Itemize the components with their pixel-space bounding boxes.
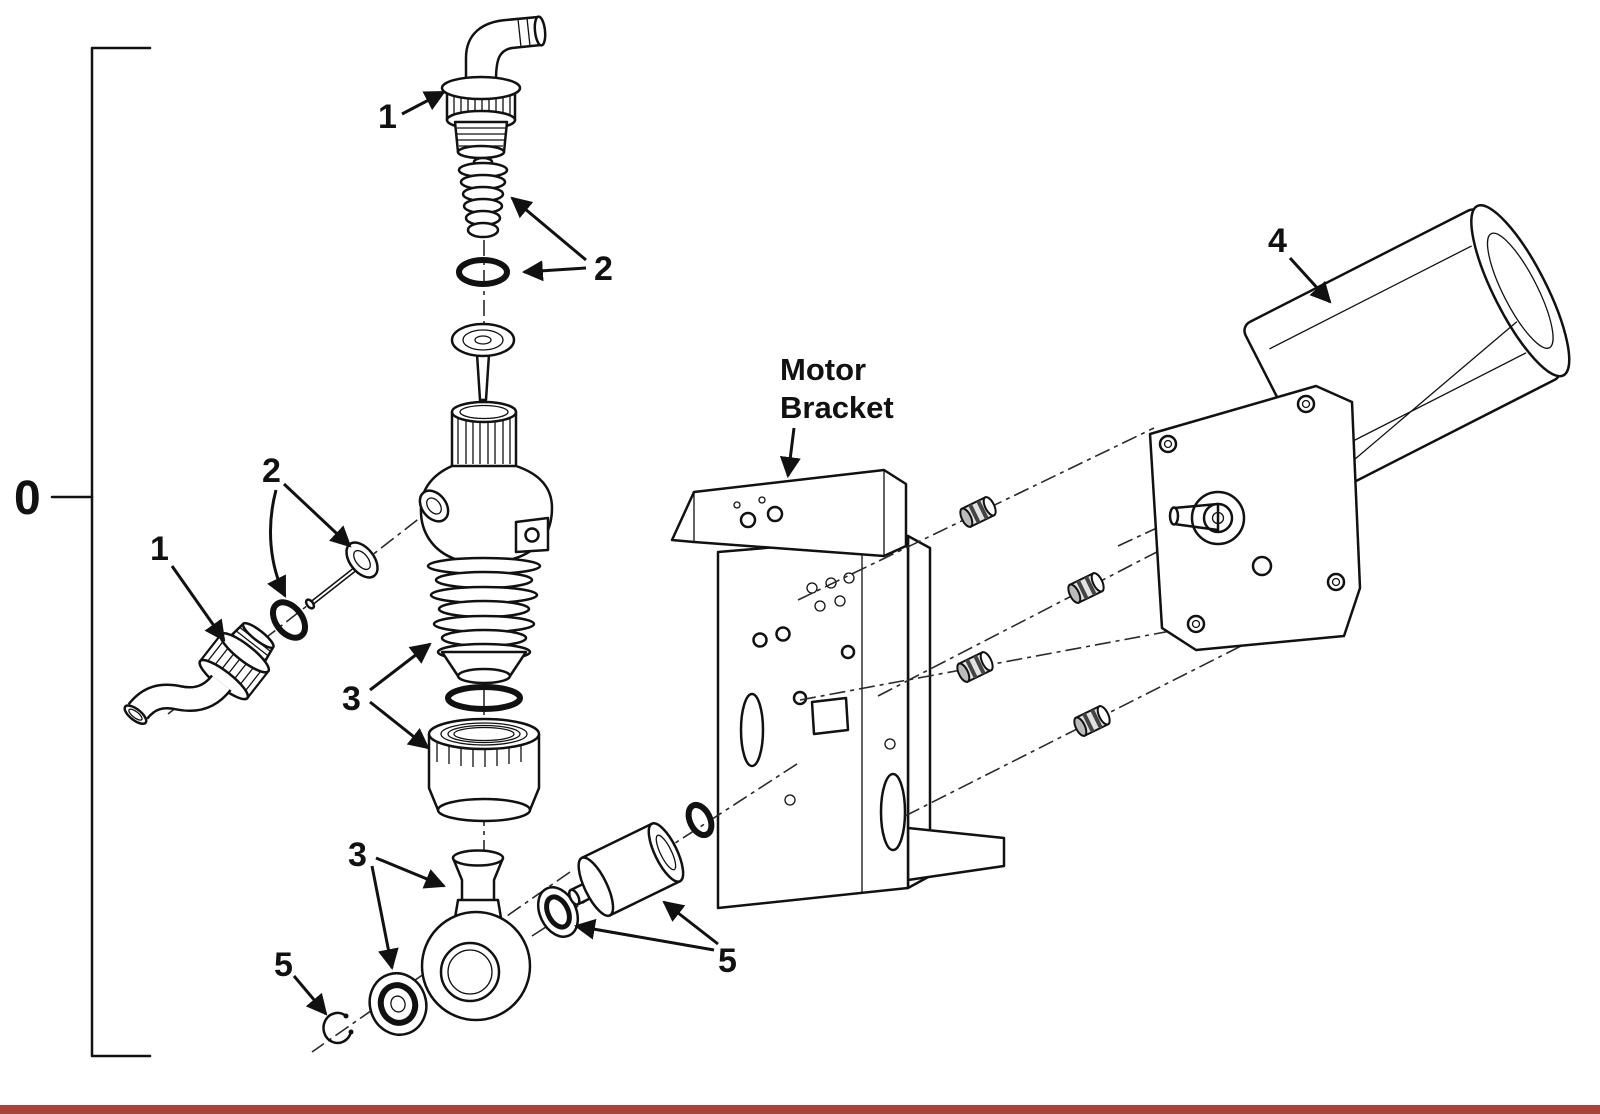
motor-bracket-part <box>670 468 1006 910</box>
o-ring-mid <box>445 684 523 712</box>
elbow-fitting-left <box>123 621 275 725</box>
o-ring-top <box>456 257 510 287</box>
callout-3-upper: 3 <box>342 680 361 718</box>
stem-washer <box>304 541 379 610</box>
grommet <box>956 650 994 684</box>
callout-1-left: 1 <box>150 530 169 568</box>
bottom-accent-bar <box>0 1105 1600 1114</box>
callout-3-lower: 3 <box>348 836 367 874</box>
retaining-clip <box>322 1011 354 1045</box>
grommet <box>1067 571 1105 605</box>
bellows <box>426 556 542 685</box>
bearing-seal <box>368 972 428 1036</box>
impeller-hub <box>568 822 685 918</box>
valve-seat <box>450 322 516 412</box>
inlet-tube <box>451 849 505 906</box>
o-ring-small <box>685 801 715 839</box>
spring <box>457 156 509 239</box>
elbow-fitting-top <box>440 15 547 160</box>
gear-housing <box>1148 384 1362 652</box>
leader-arrows <box>170 90 1332 1016</box>
callout-2-top: 2 <box>594 250 613 288</box>
motor-bracket-label-line2: Bracket <box>780 390 894 425</box>
callout-0: 0 <box>14 472 41 525</box>
valve-body <box>418 400 554 561</box>
grommet <box>959 495 997 529</box>
callout-5-right: 5 <box>718 942 737 980</box>
callout-1-top: 1 <box>378 98 397 136</box>
callout-5-left: 5 <box>274 946 293 984</box>
o-ring-left <box>269 599 309 641</box>
group-bracket <box>50 46 152 1058</box>
volute-housing <box>420 898 532 1022</box>
grommet <box>1073 704 1111 738</box>
callout-4: 4 <box>1268 222 1287 260</box>
motor-bracket-label-line1: Motor <box>780 352 866 387</box>
coupling-nut <box>427 717 541 823</box>
callout-2-left: 2 <box>262 452 281 490</box>
